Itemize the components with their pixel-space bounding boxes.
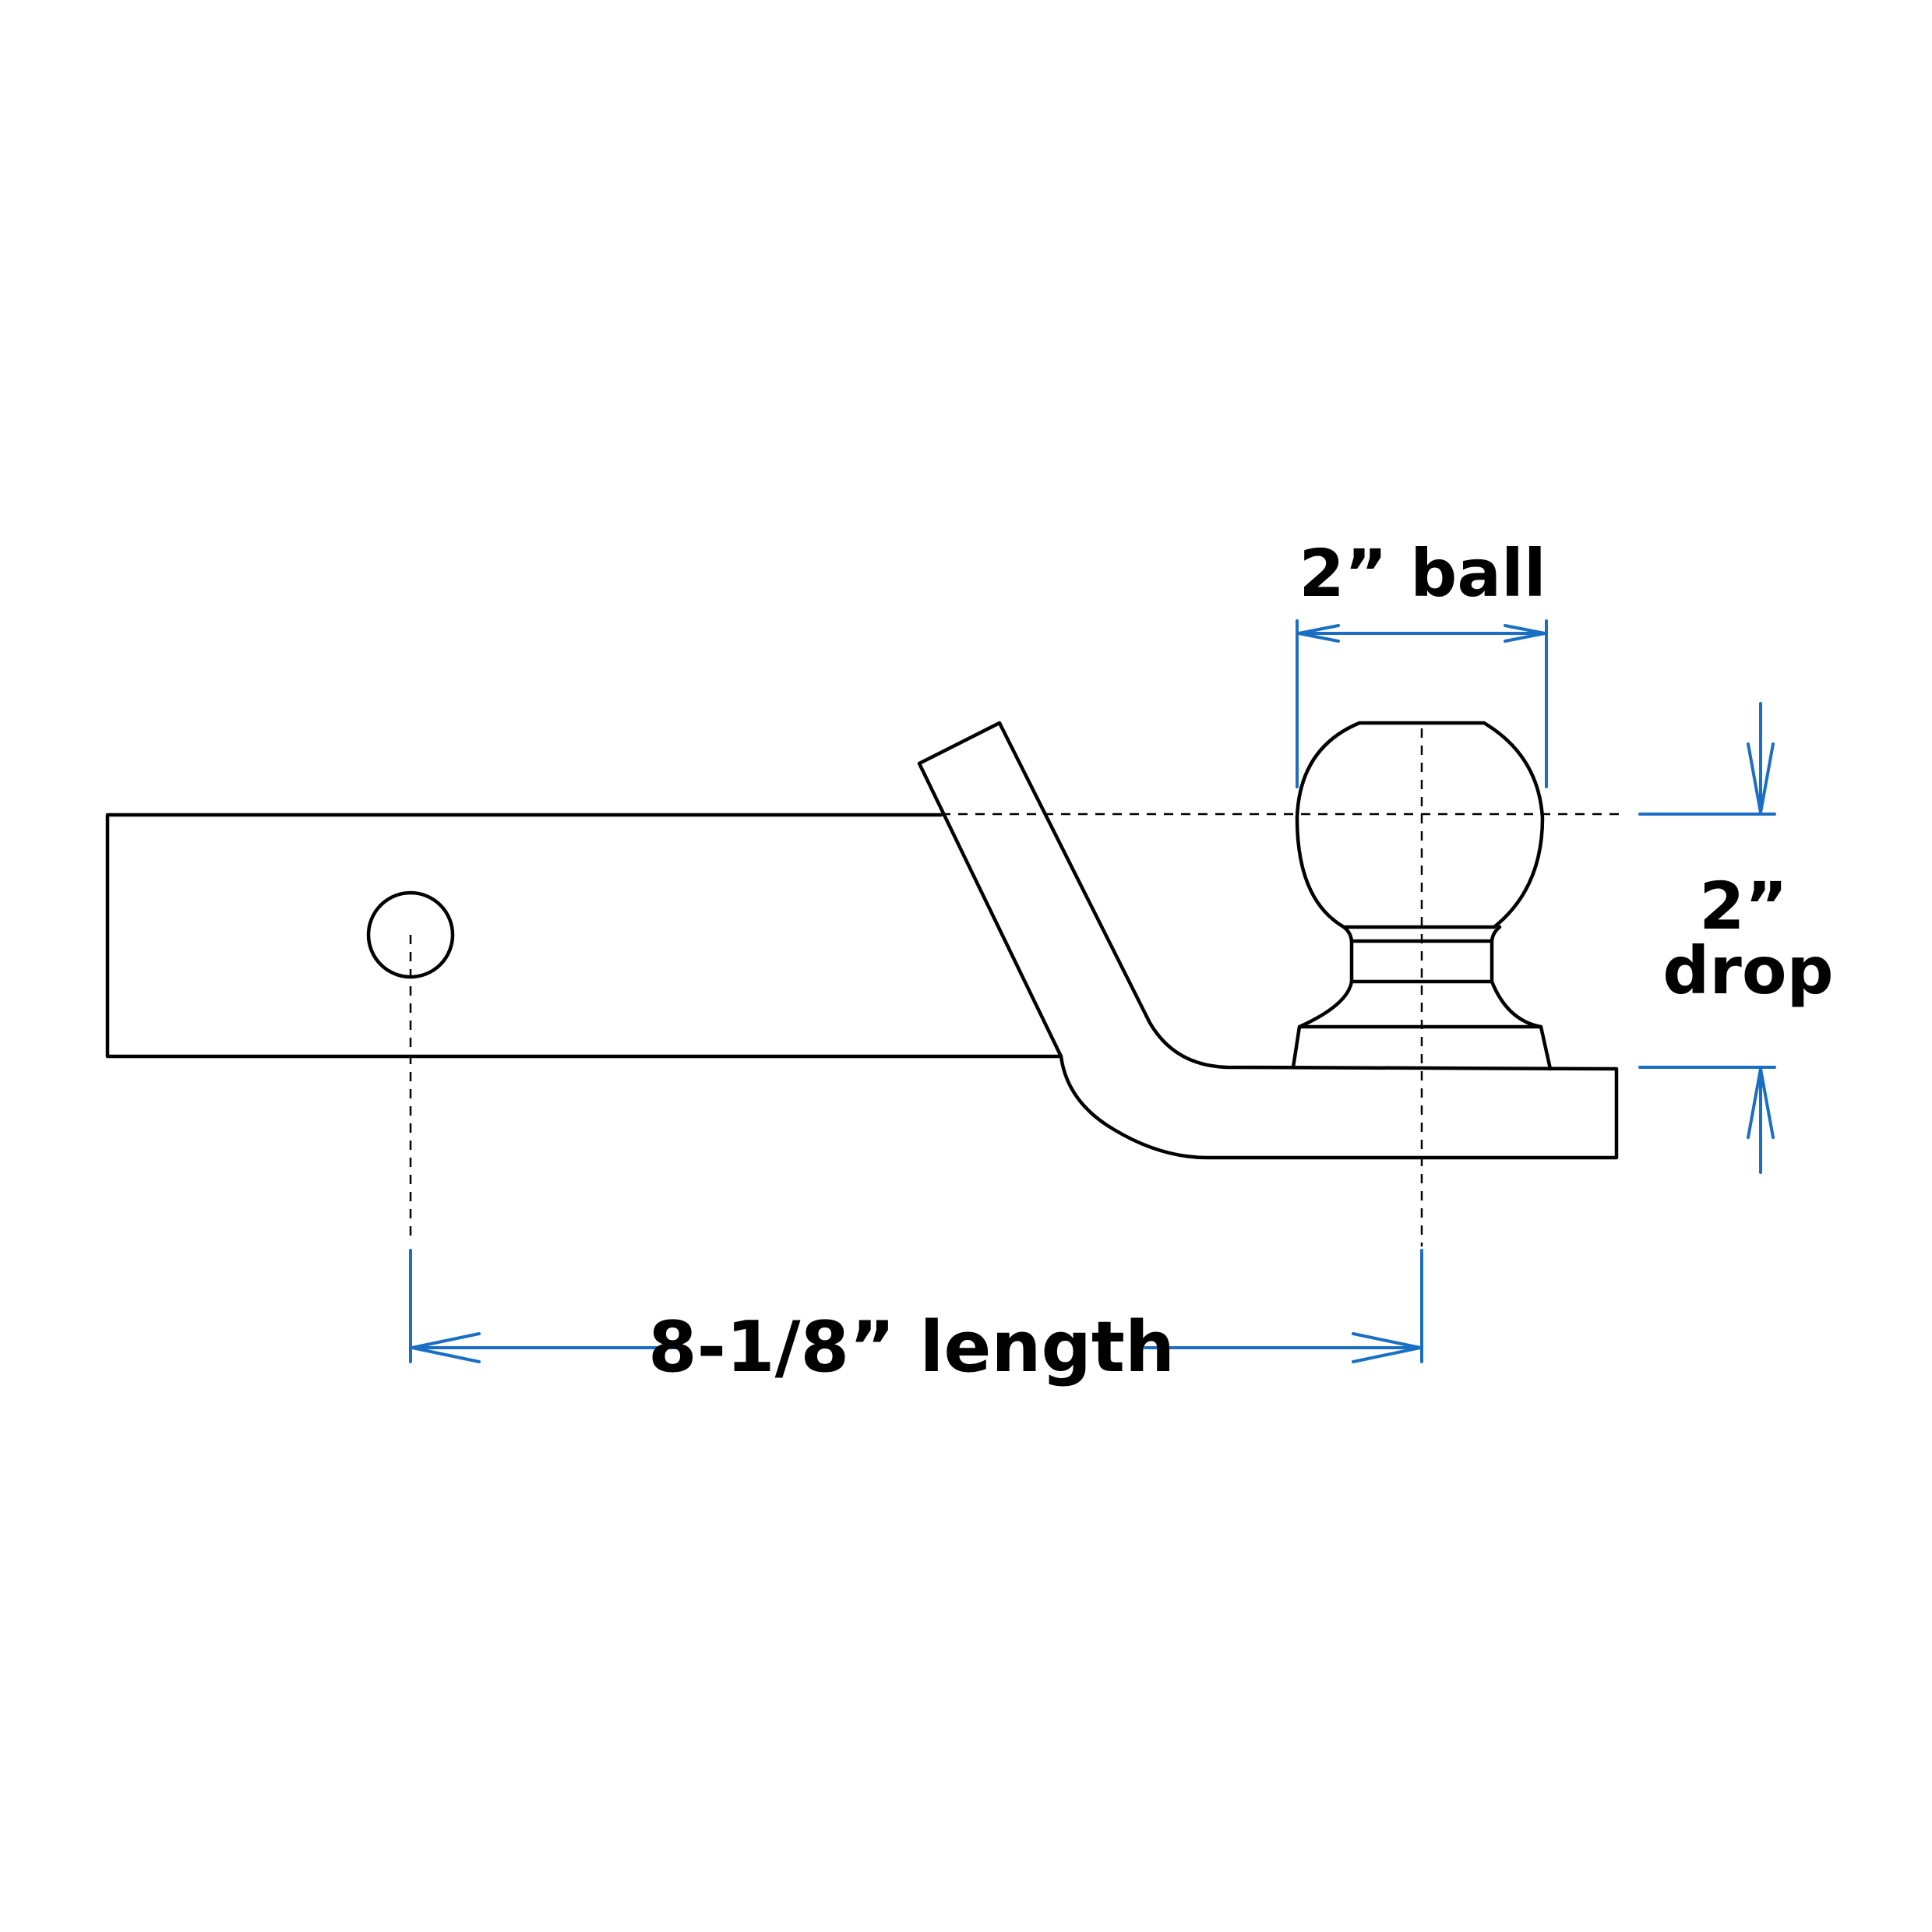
ball-width-arrow-left (1298, 624, 1340, 643)
drop-riser (917, 721, 1619, 1160)
drop-top-arrowhead (1747, 742, 1775, 813)
length-arrow-right (1352, 1332, 1421, 1363)
receiver-shank (105, 813, 1063, 1059)
drop-word-label: drop (1662, 933, 1833, 1009)
ball-width-arrow-right (1504, 624, 1546, 643)
hitch-ball (1295, 721, 1545, 929)
ball-base (1291, 979, 1553, 1071)
drop-value-label: 2” (1699, 868, 1788, 944)
ball-size-label: 2” ball (1299, 535, 1546, 612)
drop-bottom-arrowhead (1747, 1068, 1775, 1139)
length-label: 8-1/8” length (648, 1306, 1175, 1388)
length-arrow-left (411, 1332, 481, 1363)
